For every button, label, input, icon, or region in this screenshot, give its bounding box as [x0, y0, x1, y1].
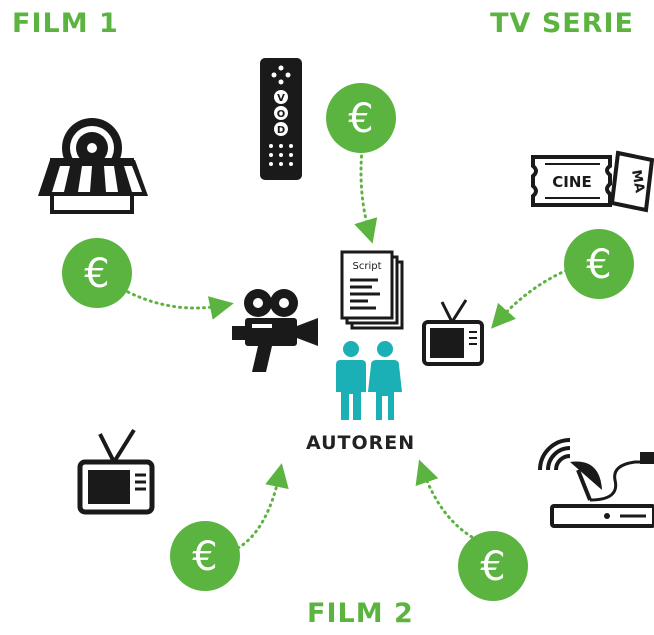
svg-text:V: V	[277, 93, 285, 104]
autoren-label: AUTOREN	[306, 432, 416, 454]
svg-text:MA: MA	[628, 169, 647, 194]
film-1-label: FILM 1	[12, 8, 119, 39]
flow-arrow-film2-left-to-authors	[236, 463, 289, 550]
money-euro-icon: €	[458, 531, 528, 601]
tv-icon	[422, 299, 484, 366]
satellite-receiver-icon	[538, 438, 654, 528]
money-euro-icon: €	[62, 238, 132, 308]
svg-text:O: O	[277, 109, 286, 120]
money-euro-icon: €	[326, 83, 396, 153]
svg-text:€: €	[586, 242, 611, 288]
flow-arrow-tvserie-to-tv	[491, 266, 574, 329]
money-euro-icon: €	[564, 229, 634, 299]
tv-serie-label: TV SERIE	[490, 8, 634, 39]
flow-arrow-film2-right-to-authors	[415, 459, 479, 542]
svg-text:€: €	[348, 96, 373, 142]
flow-arrow-film1-to-camera	[126, 290, 234, 320]
script-icon: Script	[340, 250, 404, 330]
authors-icon	[336, 341, 402, 420]
svg-text:Script: Script	[352, 261, 381, 272]
cinema-ticket-icon: CINE MA	[531, 150, 654, 213]
film-2-label: FILM 2	[307, 598, 414, 629]
svg-text:CINE: CINE	[552, 173, 591, 191]
svg-text:€: €	[480, 544, 505, 590]
movie-camera-icon	[232, 289, 318, 372]
remote-vod-icon: V O D	[260, 58, 302, 180]
dvd-shop-icon	[38, 118, 148, 214]
flow-arrow-remote-to-script	[354, 148, 378, 244]
svg-text:€: €	[84, 251, 109, 297]
money-euro-icon: €	[170, 521, 240, 591]
svg-text:€: €	[192, 534, 217, 580]
tv-icon	[77, 428, 155, 515]
svg-text:D: D	[277, 125, 285, 136]
